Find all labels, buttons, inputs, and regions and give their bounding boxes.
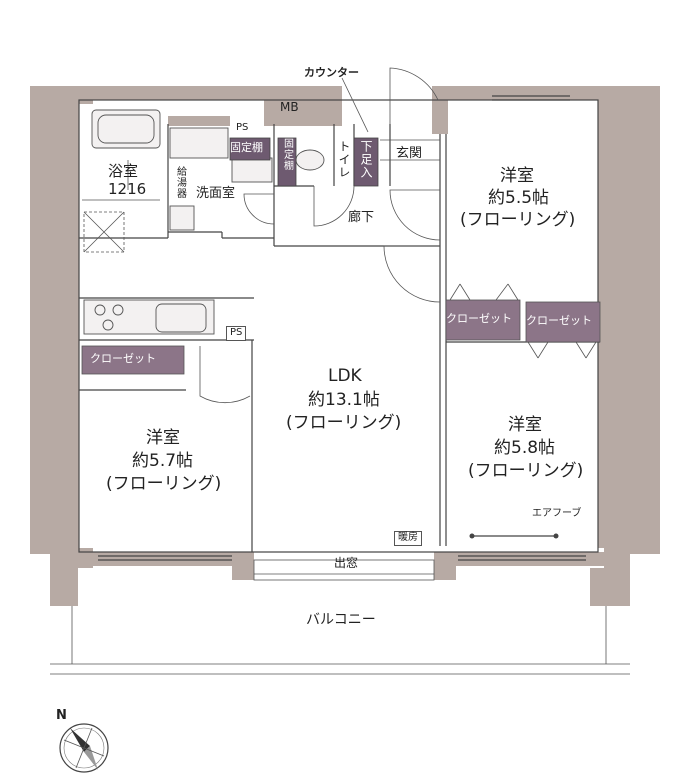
shoe-box-label: 下足入 — [359, 140, 373, 179]
interior-walls — [78, 99, 600, 553]
western-room-2-floor: (フローリング) — [106, 474, 222, 494]
western-room-3-name: 洋室 — [508, 415, 542, 435]
closet-2-label: クローゼット — [526, 314, 592, 327]
heater-label: 暖房 — [394, 531, 422, 546]
closet-3-label: クローゼット — [90, 352, 156, 365]
door-swings — [127, 67, 441, 404]
counter-label: カウンター — [304, 66, 359, 79]
bay-window-label: 出窓 — [334, 556, 359, 570]
washroom-label: 洗面室 — [196, 186, 236, 201]
toilet-label: トイレ — [337, 140, 351, 179]
exterior-walls — [30, 86, 660, 606]
mb-label: MB — [280, 100, 299, 114]
balcony-label: バルコニー — [306, 612, 376, 628]
bath-size: 1216 — [108, 180, 147, 198]
western-room-1-name: 洋室 — [500, 166, 534, 186]
western-room-2-name: 洋室 — [146, 428, 180, 448]
compass-icon — [59, 723, 109, 773]
entrance-label: 玄関 — [396, 146, 423, 161]
western-room-3-size: 約5.8帖 — [494, 438, 556, 458]
western-room-3-floor: (フローリング) — [468, 461, 584, 481]
fixed-shelf-label-2: 固定棚 — [281, 138, 293, 171]
western-room-1-size: 約5.5帖 — [488, 188, 550, 208]
bathroom-fixtures — [82, 109, 325, 253]
ldk-floor: (フローリング) — [286, 413, 402, 433]
western-room-2-size: 約5.7帖 — [132, 451, 194, 471]
ps-label-kitchen: PS — [226, 326, 247, 341]
hallway-label: 廊下 — [348, 210, 375, 225]
compass-north-label: N — [56, 708, 67, 723]
ps-label-top: PS — [236, 122, 249, 133]
air-hood-label: エアフーブ — [532, 508, 582, 519]
closets — [81, 137, 601, 375]
ldk-name: LDK — [328, 366, 362, 386]
bath-name: 浴室 — [108, 162, 139, 180]
western-room-1-floor: (フローリング) — [460, 210, 576, 230]
ldk-size: 約13.1帖 — [308, 390, 380, 410]
air-hood-line — [469, 533, 559, 539]
water-heater-label: 給湯器 — [174, 166, 186, 199]
kitchen-counter — [83, 299, 215, 335]
fixed-shelf-label: 固定棚 — [230, 141, 263, 154]
windows — [98, 95, 586, 581]
closet-1-label: クローゼット — [446, 312, 512, 325]
balcony-outline — [50, 606, 630, 675]
